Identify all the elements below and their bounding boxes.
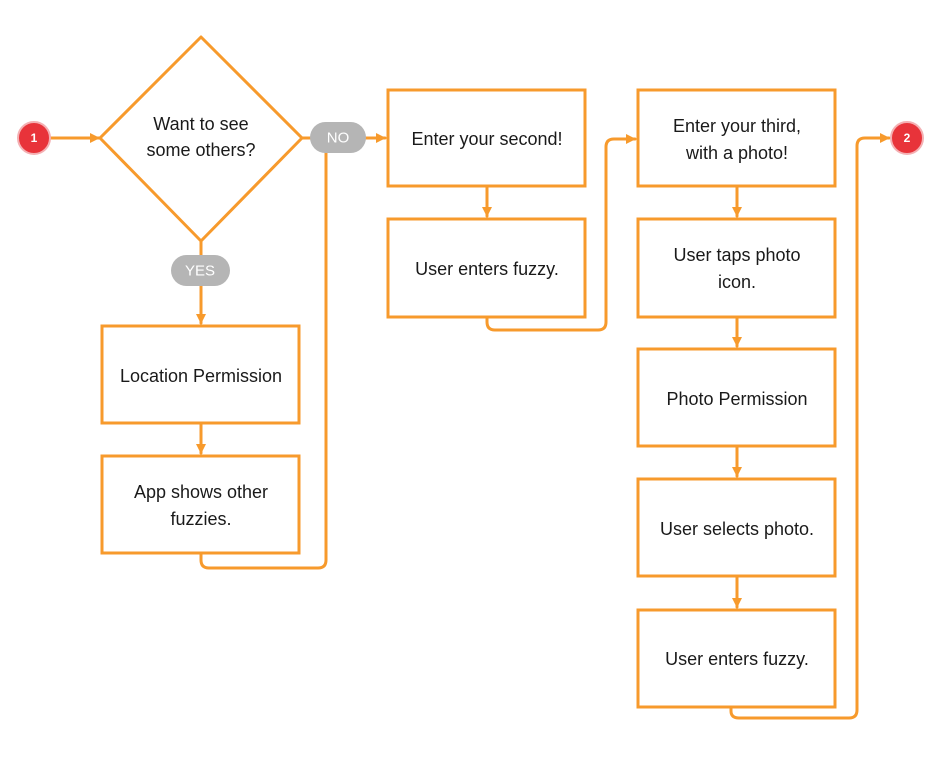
enter-third-box: Enter your third, with a photo! xyxy=(636,88,837,188)
location-permission-box: Location Permission xyxy=(100,324,301,425)
no-badge-pill xyxy=(310,122,366,153)
enter-third-label-line1: Enter your third, xyxy=(673,116,801,136)
decision-label-line1: Want to see xyxy=(153,114,248,134)
user-taps-box: User taps photo icon. xyxy=(636,217,837,319)
decision-label-line2: some others? xyxy=(146,140,255,160)
user-enters-fuzzy-box-2: User enters fuzzy. xyxy=(636,608,837,709)
user-taps-label-line1: User taps photo xyxy=(673,245,800,265)
enter-third-label-line2: with a photo! xyxy=(685,143,788,163)
user-enters-fuzzy-rect-2 xyxy=(636,608,837,709)
photo-permission-rect xyxy=(636,347,837,448)
yes-badge-pill xyxy=(171,255,230,286)
no-badge: NO xyxy=(310,122,366,153)
user-enters-fuzzy-label-1: User enters fuzzy. xyxy=(415,259,559,279)
user-taps-rect xyxy=(636,217,837,319)
user-taps-label-line2: icon. xyxy=(718,272,756,292)
user-enters-fuzzy-label-2: User enters fuzzy. xyxy=(665,649,809,669)
app-shows-label-line2: fuzzies. xyxy=(170,509,231,529)
enter-third-rect xyxy=(636,88,837,188)
start-marker-label: 1 xyxy=(31,131,38,145)
photo-permission-label: Photo Permission xyxy=(666,389,807,409)
yes-badge: YES xyxy=(171,255,230,286)
end-marker-circle xyxy=(890,121,924,155)
connector-user-enters-to-enter-third xyxy=(485,134,637,332)
connector-user-enters-to-end xyxy=(729,133,891,720)
yes-badge-label: YES xyxy=(185,263,215,280)
user-selects-photo-rect xyxy=(636,477,837,578)
location-permission-rect xyxy=(100,324,301,425)
enter-second-rect xyxy=(386,88,587,188)
decision-diamond xyxy=(98,35,304,243)
user-selects-photo-box: User selects photo. xyxy=(636,477,837,578)
user-enters-fuzzy-rect-1 xyxy=(386,217,587,319)
app-shows-box: App shows other fuzzies. xyxy=(100,454,301,555)
location-permission-label: Location Permission xyxy=(120,366,282,386)
photo-permission-box: Photo Permission xyxy=(636,347,837,448)
decision-node: Want to see some others? xyxy=(98,35,304,243)
end-marker: 2 xyxy=(890,121,924,155)
no-badge-label: NO xyxy=(327,130,350,147)
app-shows-label-line1: App shows other xyxy=(134,482,268,502)
app-shows-rect xyxy=(100,454,301,555)
enter-second-box: Enter your second! xyxy=(386,88,587,188)
start-marker-circle xyxy=(17,121,51,155)
end-marker-label: 2 xyxy=(904,131,911,145)
user-selects-photo-label: User selects photo. xyxy=(660,519,814,539)
enter-second-label: Enter your second! xyxy=(411,129,562,149)
start-marker: 1 xyxy=(17,121,51,155)
user-enters-fuzzy-box-1: User enters fuzzy. xyxy=(386,217,587,319)
